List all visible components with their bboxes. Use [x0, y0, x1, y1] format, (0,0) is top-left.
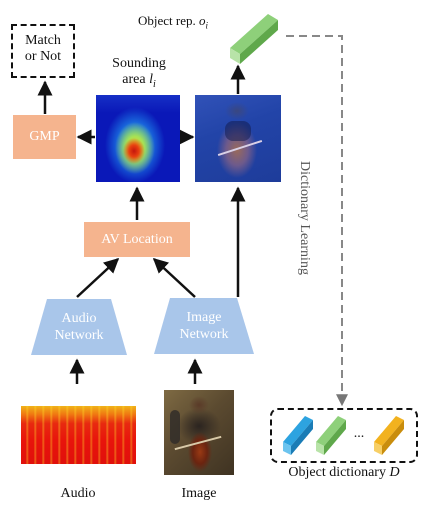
photo-bow	[174, 435, 222, 451]
image-input-photo	[164, 390, 234, 475]
match-or-not-box	[11, 24, 75, 78]
audio-network-line-1: Audio	[61, 311, 97, 326]
match-or-not-label: Match or Not	[11, 33, 75, 65]
object-dictionary-label: Object dictionary D	[268, 465, 420, 481]
dictionary-learning-path	[286, 35, 348, 407]
match-line-1: Match	[25, 33, 61, 48]
object-rep-symbol: o	[199, 13, 206, 28]
dictionary-ellipsis-text: ...	[353, 426, 365, 441]
sounding-area-prefix: area	[122, 72, 150, 87]
dictionary-bar-blue	[283, 416, 313, 455]
photo-cello-left	[170, 410, 180, 444]
dictionary-learning-label: Dictionary Learning	[294, 148, 312, 288]
image-input-text: Image	[181, 486, 217, 501]
audio-input-text: Audio	[60, 486, 96, 501]
object-rep-prefix: Object rep.	[138, 13, 200, 28]
sounding-area-heatmap	[96, 95, 180, 182]
dictionary-ellipsis: ...	[346, 426, 372, 442]
masked-image	[195, 95, 281, 182]
audio-network-label: Audio Network	[31, 310, 127, 344]
sounding-line-2: area li	[96, 72, 182, 93]
sounding-area-subscript: i	[152, 78, 156, 90]
gmp-block: GMP	[13, 115, 76, 159]
dictionary-bar-green	[316, 416, 346, 455]
heatmap-top-tint	[96, 95, 180, 113]
audio-spectrogram	[21, 406, 136, 464]
match-line-2: or Not	[24, 49, 62, 64]
av-location-label: AV Location	[101, 231, 173, 247]
image-network-line-1: Image	[186, 310, 222, 325]
masked-image-figure	[225, 121, 251, 141]
masked-image-bow	[217, 139, 263, 157]
object-rep-label: Object rep. oi	[138, 13, 248, 34]
object-dictionary-symbol: D	[389, 465, 400, 480]
dictionary-learning-text: Dictionary Learning	[297, 161, 312, 275]
object-rep-subscript: i	[205, 20, 209, 31]
audio-input-label: Audio	[40, 486, 116, 502]
image-input-label: Image	[163, 486, 235, 502]
gmp-label: GMP	[29, 129, 60, 144]
dictionary-bar-yellow	[374, 416, 404, 455]
image-network-shape	[154, 298, 254, 354]
av-location-block: AV Location	[84, 222, 190, 257]
object-dictionary-prefix: Object dictionary	[288, 465, 390, 480]
audio-network-line-2: Network	[54, 328, 104, 343]
sounding-line-1: Sounding	[112, 56, 166, 71]
arrow-audio-network-to-av	[76, 257, 120, 298]
image-network-line-2: Network	[179, 327, 229, 342]
sounding-area-label: Sounding area li	[96, 56, 182, 93]
object-dictionary-box	[270, 408, 418, 463]
image-network-label: Image Network	[154, 309, 254, 343]
audio-network-shape	[31, 299, 127, 355]
sounding-area-symbol: l	[149, 72, 153, 87]
object-rep-bar	[230, 14, 278, 64]
arrow-image-network-to-av	[152, 257, 196, 298]
